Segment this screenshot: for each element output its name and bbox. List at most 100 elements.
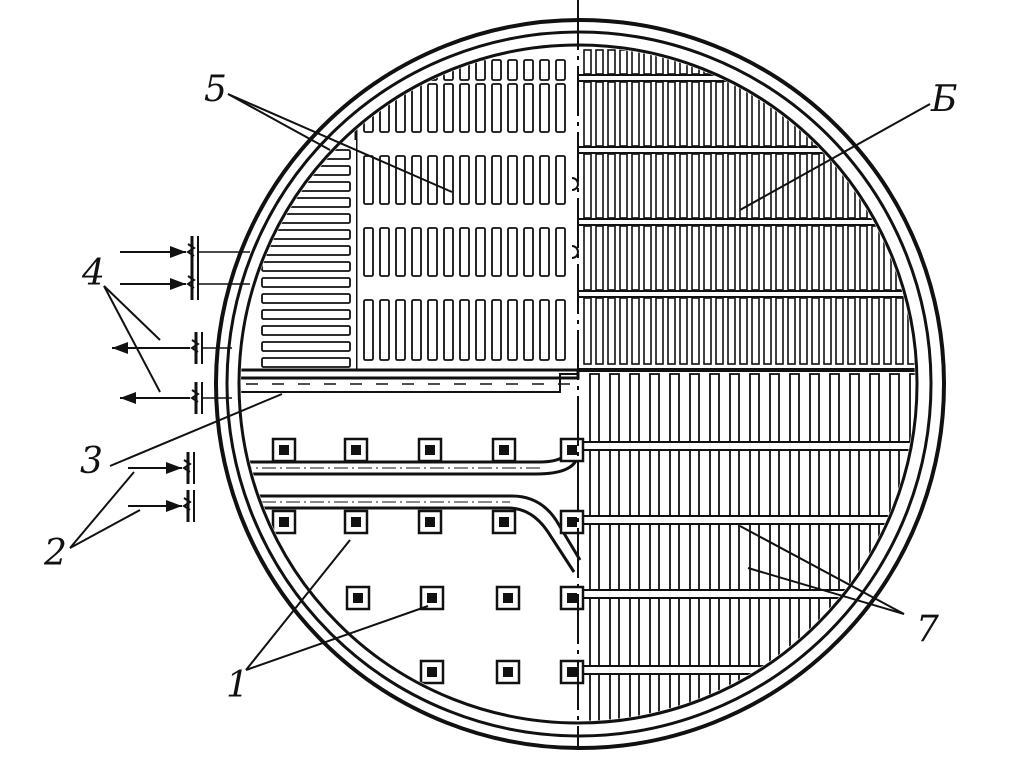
grid-ur-slat: [583, 49, 592, 75]
panel-center-slot: [523, 227, 534, 277]
grid-lr-bar: [577, 515, 915, 525]
flow-arrow-head: [170, 246, 186, 258]
grid-ur-slat: [607, 49, 616, 75]
panel-center-slot: [555, 59, 566, 81]
slotted-panel-center: [354, 47, 579, 370]
panel-center-slot: [523, 299, 534, 361]
panel-center-slot: [555, 83, 566, 133]
panel-center-slot: [491, 83, 502, 133]
label-7: 7: [916, 609, 939, 650]
panel-center-slot: [379, 299, 390, 361]
grid-ur-slat: [895, 81, 904, 147]
grid-lr-tube: [629, 373, 640, 721]
grid-ur-slat: [871, 225, 880, 291]
grid-ur-slat: [691, 225, 700, 291]
leader-line: [227, 93, 453, 193]
grid-ur-slat: [595, 81, 604, 147]
grid-ur-slat: [655, 225, 664, 291]
leader-line: [227, 93, 331, 151]
grid-ur-slat: [595, 297, 604, 365]
leader-line: [747, 567, 905, 615]
flow-arrow-head: [170, 278, 186, 290]
grid-ur-slat: [667, 81, 676, 147]
panel-center-slot: [539, 83, 550, 133]
grid-ur-slat: [607, 225, 616, 291]
grid-ur-slat: [727, 297, 736, 365]
grid-ur-slat: [847, 49, 856, 75]
grid-ur-slat: [787, 153, 796, 219]
grid-ur-slat: [631, 153, 640, 219]
panel-center-slot: [395, 299, 406, 361]
panel-center-slot: [443, 227, 454, 277]
channel-3: [241, 368, 580, 393]
grid-ur-slat: [811, 225, 820, 291]
grid-ur-slat: [799, 153, 808, 219]
nozzle-core: [351, 517, 361, 527]
grid-ur-slat: [727, 225, 736, 291]
grid-lr-tube: [689, 373, 700, 721]
panel-center-slot: [379, 155, 390, 205]
grid-ur-slat: [787, 49, 796, 75]
grid-ur-slat: [679, 81, 688, 147]
nozzle-core: [567, 593, 577, 603]
panel-center-hook: [571, 245, 579, 259]
grid-ur-slat: [847, 225, 856, 291]
panel-center-slot: [491, 155, 502, 205]
panel-center-slot: [411, 299, 422, 361]
panel-center-slot: [395, 227, 406, 277]
grid-ur-slat: [643, 81, 652, 147]
panel-center-slot: [523, 155, 534, 205]
grid-ur-slat: [655, 81, 664, 147]
flow-arrow-head: [166, 500, 182, 512]
panel-center-slot: [507, 59, 518, 81]
panel-center-slot: [459, 299, 470, 361]
grid-ur-slat: [907, 49, 915, 75]
panel-center-slot: [507, 83, 518, 133]
grid-ur-slat: [883, 297, 892, 365]
grid-ur-slat: [871, 49, 880, 75]
grid-ur-slat: [907, 153, 915, 219]
label-3: 3: [80, 441, 103, 482]
leader-line: [245, 539, 351, 671]
grid-ur-slat: [763, 225, 772, 291]
grid-ur-slat: [859, 81, 868, 147]
panel-center-slot: [539, 299, 550, 361]
panel-center-slot: [491, 59, 502, 81]
vessel-shell: [214, 0, 946, 750]
grid-ur-slat: [799, 297, 808, 365]
grid-lr-tube: [729, 373, 740, 721]
label-4: 4: [82, 253, 105, 294]
grid-ur-slat: [775, 297, 784, 365]
panel-center-slot: [491, 227, 502, 277]
grid-ur-slat: [835, 81, 844, 147]
leader-line: [103, 285, 161, 341]
grid-ur-slat: [763, 297, 772, 365]
leader-line: [245, 605, 429, 671]
grid-ur-slat: [883, 81, 892, 147]
panel-center-slot: [539, 59, 550, 81]
grid-ur-slat: [715, 153, 724, 219]
flow-arrow-head: [112, 342, 128, 354]
grid-lr-tube: [849, 373, 860, 721]
panel-center-slot: [427, 155, 438, 205]
break-mark: [182, 497, 192, 511]
panel-center-slot: [443, 299, 454, 361]
panel-center-slot: [507, 227, 518, 277]
channel-lower-edge: [241, 373, 578, 393]
leader-line: [103, 285, 161, 393]
panel-center-slot: [395, 155, 406, 205]
grid-ur-slat: [703, 81, 712, 147]
grid-ur-slat: [607, 153, 616, 219]
shell-outer-ring: [214, 18, 946, 750]
grid-ur-slat: [619, 225, 628, 291]
label-2: 2: [44, 533, 67, 574]
grid-ur-slat: [595, 225, 604, 291]
nozzle-core: [567, 445, 577, 455]
grid-ur-slat: [619, 153, 628, 219]
grid-ur-slat: [691, 81, 700, 147]
panel-center-slot: [475, 155, 486, 205]
flow-arrow-head: [120, 392, 136, 404]
grid-ur-slat: [583, 225, 592, 291]
grid-ur-slat: [715, 81, 724, 147]
grid-lr-tube: [669, 373, 680, 721]
